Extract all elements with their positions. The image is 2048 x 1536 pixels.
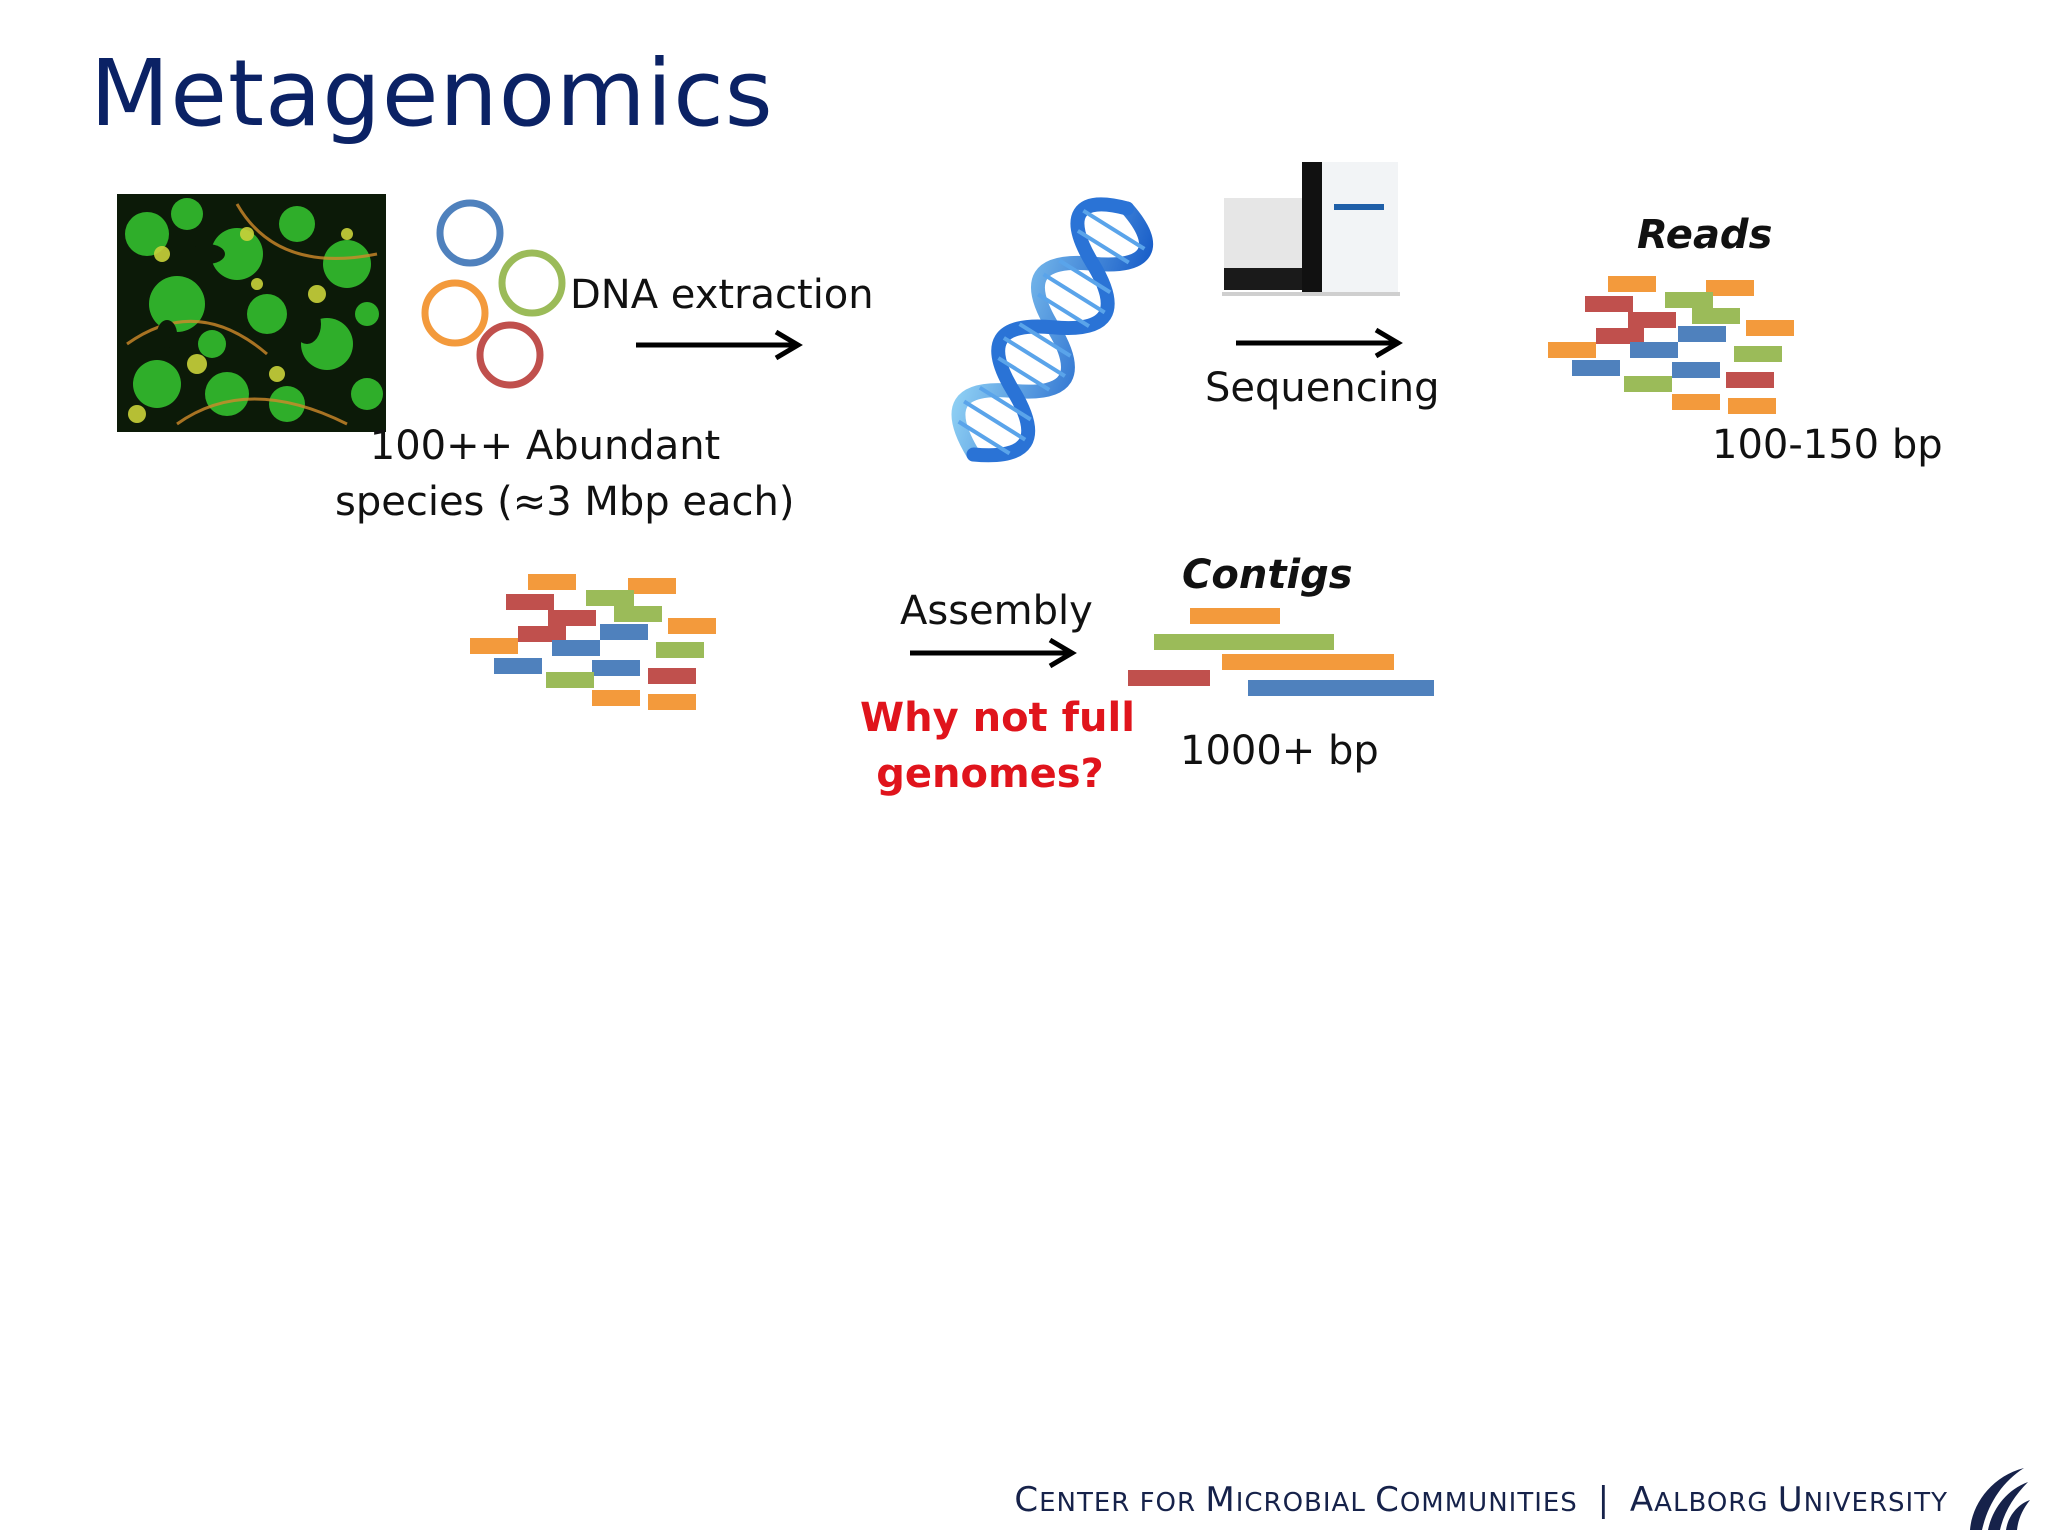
contig-bar	[1190, 608, 1280, 624]
question-line-2: genomes?	[876, 751, 1104, 797]
footer-text: ENTER FOR	[1039, 1488, 1206, 1518]
footer-initial: M	[1205, 1480, 1236, 1520]
footer-affiliation: CENTER FOR MICROBIAL COMMUNITIES | AALBO…	[1014, 1480, 1948, 1520]
read-bar	[470, 638, 518, 654]
footer-text: NIVERSITY	[1803, 1488, 1948, 1518]
footer-text: ICROBIAL	[1235, 1488, 1376, 1518]
contig-bar	[1128, 670, 1210, 686]
reads-length-label: 100-150 bp	[1712, 422, 1943, 468]
extraction-label: DNA extraction	[570, 272, 874, 318]
species-circles	[421, 199, 566, 389]
contig-bar	[1154, 634, 1334, 650]
reads-label: Reads	[1637, 212, 1773, 258]
species-circle-red	[476, 321, 544, 389]
sequencer-icon	[1222, 162, 1400, 296]
read-bar	[546, 672, 594, 688]
read-bar	[656, 642, 704, 658]
sequencing-label: Sequencing	[1205, 365, 1440, 411]
read-bar	[506, 594, 554, 610]
read-bar	[528, 574, 576, 590]
read-bar	[1630, 342, 1678, 358]
read-bar	[1608, 276, 1656, 292]
arrow-assembly	[910, 637, 1077, 669]
contigs-label: Contigs	[1182, 552, 1353, 598]
university-logo-icon	[1970, 1468, 2030, 1530]
footer-separator: |	[1597, 1480, 1611, 1520]
read-bar	[1706, 280, 1754, 296]
species-line-1: 100++ Abundant	[369, 423, 721, 469]
assembly-label: Assembly	[900, 588, 1093, 634]
read-bar	[1728, 398, 1776, 414]
contigs-length-label: 1000+ bp	[1180, 728, 1379, 774]
contig-bar	[1222, 654, 1394, 670]
read-bar	[1628, 312, 1676, 328]
read-bar	[1672, 362, 1720, 378]
read-bar	[552, 640, 600, 656]
footer-text: OMMUNITIES	[1399, 1488, 1578, 1518]
read-bar	[1746, 320, 1794, 336]
read-bar	[614, 606, 662, 622]
species-description: 100++ Abundant species (≈3 Mbp each)	[335, 418, 795, 530]
read-bar	[494, 658, 542, 674]
read-bar	[1692, 308, 1740, 324]
read-bar	[1596, 328, 1644, 344]
footer-text: ALBORG	[1654, 1488, 1778, 1518]
read-bar	[586, 590, 634, 606]
question-line-1: Why not full	[860, 695, 1135, 741]
read-bar	[628, 578, 676, 594]
dna-helix-icon	[951, 197, 1153, 463]
contig-bar	[1248, 680, 1434, 696]
footer-initial: A	[1629, 1480, 1655, 1520]
read-bar	[1585, 296, 1633, 312]
species-circle-blue	[436, 199, 504, 267]
read-bar	[1726, 372, 1774, 388]
footer-initial: U	[1777, 1480, 1804, 1520]
arrow-sequencing	[1236, 327, 1403, 359]
read-bar	[648, 668, 696, 684]
read-bar	[548, 610, 596, 626]
read-bar	[518, 626, 566, 642]
read-bar	[600, 624, 648, 640]
microscopy-image	[117, 194, 386, 432]
read-bar	[1678, 326, 1726, 342]
question-text: Why not full genomes?	[860, 690, 1135, 802]
species-line-2: species (≈3 Mbp each)	[335, 479, 795, 525]
read-bar	[1572, 360, 1620, 376]
read-bar	[592, 660, 640, 676]
read-bar	[1665, 292, 1713, 308]
species-circle-green	[498, 249, 566, 317]
read-bar	[1548, 342, 1596, 358]
read-bar	[1734, 346, 1782, 362]
footer-initial: C	[1014, 1480, 1040, 1520]
read-bar	[1672, 394, 1720, 410]
read-bar	[648, 694, 696, 710]
read-bar	[1624, 376, 1672, 392]
footer-initial: C	[1375, 1480, 1400, 1520]
species-circle-orange	[421, 279, 489, 347]
read-bar	[668, 618, 716, 634]
slide-title: Metagenomics	[90, 40, 774, 147]
read-bar	[592, 690, 640, 706]
arrow-extraction	[636, 329, 803, 361]
